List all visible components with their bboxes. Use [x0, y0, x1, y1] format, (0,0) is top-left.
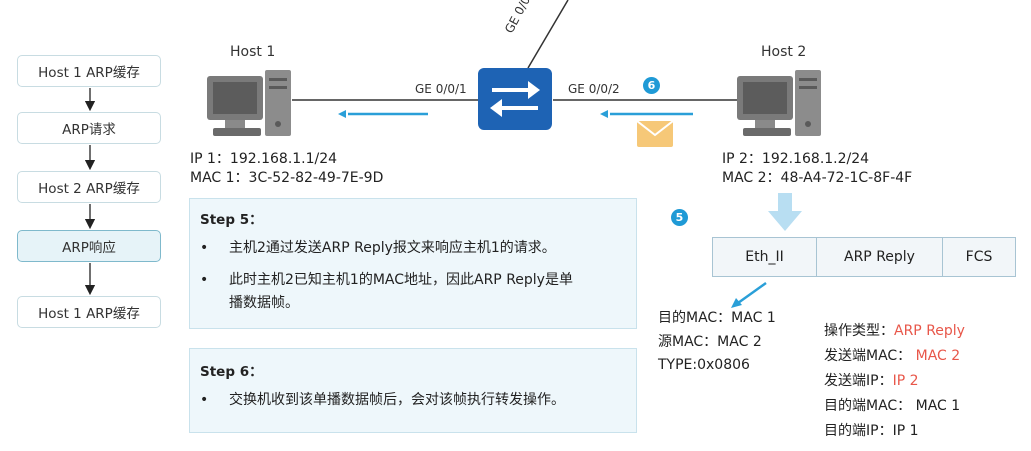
flow-step-arp-reply: ARP响应: [17, 230, 161, 262]
host1-mac: MAC 1：3C-52-82-49-7E-9D: [190, 170, 384, 186]
flow-step-host1-cache-final: Host 1 ARP缓存: [17, 296, 161, 328]
host2-label: Host 2: [761, 44, 807, 60]
switch-icon: [478, 68, 552, 130]
step6-panel: Step 6： •交换机收到该单播数据帧后，会对该帧执行转发操作。: [189, 348, 637, 433]
flow-step-host1-cache: Host 1 ARP缓存: [17, 55, 161, 87]
arp-target-ip: 目的端IP：IP 1: [824, 423, 919, 439]
host1-label: Host 1: [230, 44, 276, 60]
host2-computer-icon: [737, 70, 821, 136]
frame-cell-eth: Eth_II: [712, 237, 817, 277]
step6-bullet-1: •交换机收到该单播数据帧后，会对该帧执行转发操作。: [200, 392, 565, 408]
flow-step-host2-cache: Host 2 ARP缓存: [17, 171, 161, 203]
step5-bullet-2: •此时主机2已知主机1的MAC地址，因此ARP Reply是单: [200, 272, 573, 288]
host1-computer-icon: [207, 70, 291, 136]
frame-cell-fcs: FCS: [942, 237, 1016, 277]
eth-dst-mac: 目的MAC：MAC 1: [658, 310, 776, 326]
step5-bullet-2-cont: 播数据帧。: [229, 295, 299, 311]
port-ge001-label: GE 0/0/1: [415, 82, 467, 96]
arp-sender-ip: 发送端IP：IP 2: [824, 373, 919, 389]
step5-badge: 5: [671, 209, 688, 226]
step5-bullet-1: •主机2通过发送ARP Reply报文来响应主机1的请求。: [200, 240, 556, 256]
eth-src-mac: 源MAC：MAC 2: [658, 334, 762, 350]
host2-mac: MAC 2：48-A4-72-1C-8F-4F: [722, 170, 913, 186]
arp-sender-mac: 发送端MAC： MAC 2: [824, 348, 961, 364]
host1-ip: IP 1：192.168.1.1/24: [190, 151, 338, 167]
frame-cell-arp-reply: ARP Reply: [816, 237, 943, 277]
step6-badge: 6: [643, 77, 660, 94]
flow-step-arp-request: ARP请求: [17, 112, 161, 144]
port-ge002-label: GE 0/0/2: [568, 82, 620, 96]
host2-ip: IP 2：192.168.1.2/24: [722, 151, 870, 167]
step5-title: Step 5：: [200, 212, 263, 228]
arp-operation: 操作类型：ARP Reply: [824, 323, 965, 339]
flow-arrows: [84, 88, 96, 296]
eth-type: TYPE:0x0806: [658, 357, 750, 373]
arp-target-mac: 目的端MAC： MAC 1: [824, 398, 961, 414]
step5-panel: Step 5： •主机2通过发送ARP Reply报文来响应主机1的请求。 •此…: [189, 198, 637, 329]
envelope-icon: [637, 121, 673, 147]
down-arrow-icon: [768, 193, 802, 231]
step6-title: Step 6：: [200, 364, 263, 380]
